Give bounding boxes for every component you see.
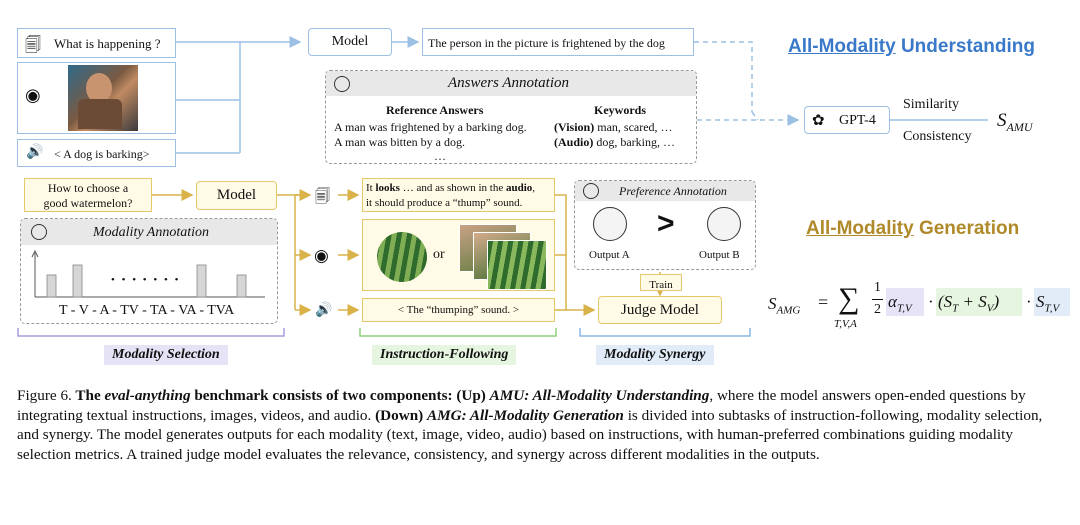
output-a-label: Output A <box>589 249 630 261</box>
question-box: 🗐 What is happening ? <box>17 28 176 58</box>
modality-annotation-box: Modality Annotation • • • • • • • T - V … <box>20 218 278 324</box>
preference-annotation-box: Preference Annotation > Output A Output … <box>574 180 756 270</box>
modality-bar-chart <box>31 249 265 298</box>
train-label-box: Train <box>640 274 682 291</box>
bar-ta <box>196 264 207 298</box>
answers-annotation-box: Answers Annotation Reference Answers A m… <box>325 70 697 164</box>
judge-model-box: Judge Model <box>598 296 722 324</box>
speaker-icon: 🔊 <box>26 145 44 160</box>
keywords-audio: (Audio) dog, barking, … <box>554 135 675 149</box>
ref-header: Reference Answers <box>386 103 484 117</box>
openai-icon: ✿ <box>812 113 825 129</box>
amg-model-label: Model <box>216 187 257 203</box>
similarity-label: Similarity <box>903 97 959 112</box>
question-text: What is happening ? <box>54 36 161 51</box>
judge-model-label: Judge Model <box>621 302 699 318</box>
gpt4-label: GPT-4 <box>839 113 876 128</box>
eye-icon: ◉ <box>25 85 41 105</box>
image-output-icon: ◉ <box>314 246 329 265</box>
audio-output-icon: 🔊 <box>315 303 333 318</box>
amg-formula: SAMG = ∑ T,V,A 1 2 αT,V · (ST + SV) · ST… <box>768 274 1074 334</box>
amu-output-text: The person in the picture is frightened … <box>428 36 665 50</box>
sum-highlight <box>936 288 1022 316</box>
modality-axis-labels: T - V - A - TV - TA - VA - TVA <box>59 303 235 318</box>
amg-model-box: Model <box>196 181 277 210</box>
ref-answer-1: A man was frightened by a barking dog. <box>334 120 527 134</box>
train-label: Train <box>649 279 673 291</box>
output-b-icon <box>707 207 741 241</box>
bar-t <box>46 274 57 298</box>
output-a-icon <box>593 207 627 241</box>
text-output-box: It looks … and as shown in the audio, it… <box>362 178 555 212</box>
amu-model-label: Model <box>331 34 369 49</box>
modality-synergy-label: Modality Synergy <box>596 345 714 365</box>
annotator-icon <box>334 76 350 92</box>
image-output-box: or <box>362 219 555 291</box>
modality-selection-label: Modality Selection <box>104 345 228 365</box>
synergy-highlight <box>1034 288 1070 316</box>
figure-caption: Figure 6. The eval-anything benchmark co… <box>17 387 1043 463</box>
modality-dots: • • • • • • • <box>111 274 181 286</box>
image-input-box: ◉ <box>17 62 176 134</box>
gpt4-box: ✿ GPT-4 <box>804 106 890 134</box>
ref-ellipsis: … <box>434 149 446 163</box>
connector-lines <box>152 36 988 316</box>
preference-annotator-icon <box>583 183 599 199</box>
amu-section-title: All-Modality Understanding <box>788 36 1036 57</box>
keywords-vision: (Vision) man, scared, … <box>554 120 673 134</box>
alpha-highlight <box>886 288 924 316</box>
bar-tva <box>236 274 247 298</box>
audio-output-text: < The “thumping” sound. > <box>397 304 520 316</box>
modality-annotator-icon <box>31 224 47 240</box>
watermelon-image <box>377 232 427 282</box>
input-image-frightened-man <box>68 65 138 131</box>
consistency-label: Consistency <box>903 129 972 144</box>
audio-output-box: < The “thumping” sound. > <box>362 298 555 322</box>
amu-score: SAMU <box>997 110 1033 134</box>
amg-section-title: All-Modality Generation <box>806 218 1020 239</box>
amu-output-box: The person in the picture is frightened … <box>422 28 694 56</box>
audio-text: < A dog is barking> <box>54 147 150 161</box>
text-output-icon: 🗐 <box>315 189 330 205</box>
amu-model-box: Model <box>308 28 392 56</box>
audio-input-box: 🔊 < A dog is barking> <box>17 139 176 167</box>
bar-v <box>72 264 83 298</box>
document-icon: 🗐 <box>25 37 41 54</box>
keywords-header: Keywords <box>594 103 646 117</box>
bracket-lines <box>17 328 751 337</box>
answers-annotation-title: Answers Annotation <box>448 75 569 91</box>
output-b-label: Output B <box>699 249 740 261</box>
video-frames-image <box>459 224 547 290</box>
or-label: or <box>433 247 445 262</box>
instruction-following-label: Instruction-Following <box>372 345 517 365</box>
amg-question-box: How to choose a good watermelon? <box>24 178 152 212</box>
ref-answer-2: A man was bitten by a dog. <box>334 135 465 149</box>
preference-title: Preference Annotation <box>619 184 727 198</box>
greater-than-symbol: > <box>657 207 675 240</box>
modality-annotation-title: Modality Annotation <box>93 225 210 240</box>
